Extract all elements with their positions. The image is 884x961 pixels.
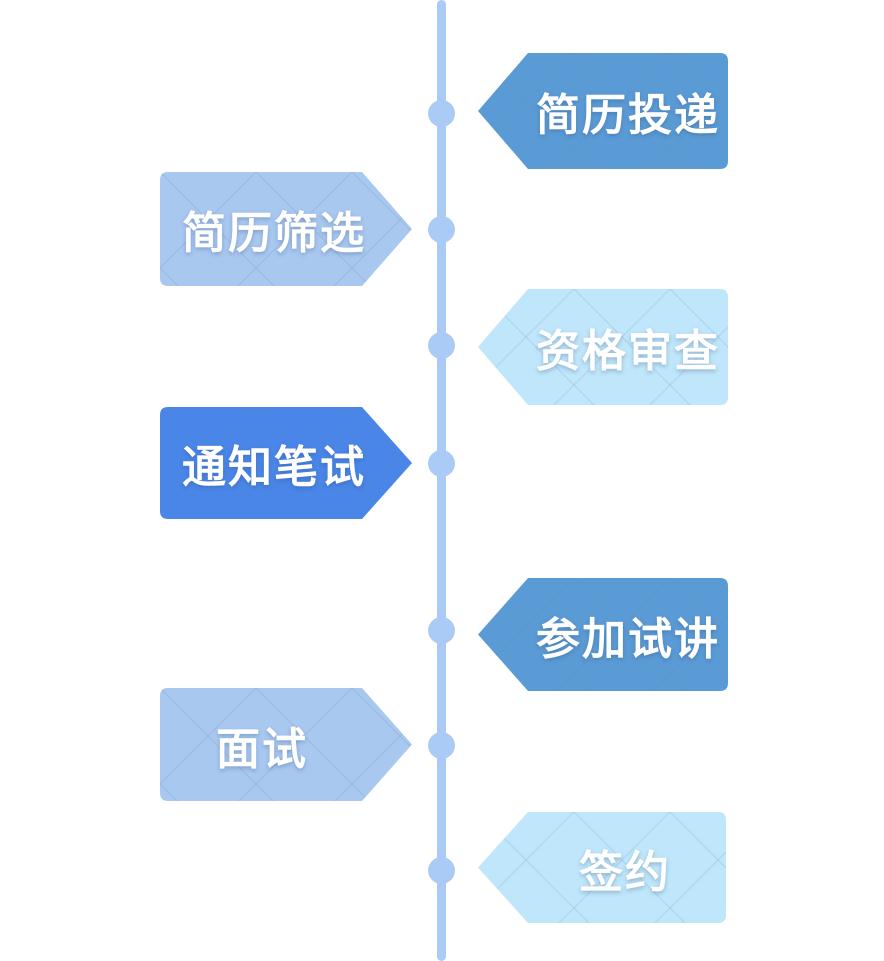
timeline-node-2 [427,215,455,243]
process-step-banner-4[interactable]: 通知笔试 [160,407,412,519]
process-step-label-6: 面试 [216,723,308,775]
process-step-label-1: 简历投递 [536,90,720,141]
process-step-banner-3[interactable]: 资格审查 [478,289,728,405]
timeline-node-1 [427,99,455,127]
timeline-node-3 [427,331,455,359]
process-step-label-3: 资格审查 [536,326,720,377]
chevron-shape-icon [160,172,412,286]
chevron-shape-icon [478,578,728,691]
chevron-shape-icon [478,812,726,923]
process-step-banner-7[interactable]: 签约 [478,812,726,923]
chevron-shape-icon [160,688,412,801]
chevron-shape-icon [478,289,728,405]
process-step-banner-5[interactable]: 参加试讲 [478,578,728,691]
process-step-banner-1[interactable]: 简历投递 [478,53,728,169]
process-step-label-4: 通知笔试 [182,442,366,493]
timeline-axis-line [436,0,446,961]
timeline-node-4 [427,449,455,477]
process-step-banner-2[interactable]: 简历筛选 [160,172,412,286]
timeline-node-5 [427,616,455,644]
timeline-node-7 [427,856,455,884]
chevron-shape-icon [160,407,412,519]
process-step-label-7: 签约 [579,846,671,898]
process-step-banner-6[interactable]: 面试 [160,688,412,801]
chevron-shape-icon [478,53,728,169]
process-step-label-2: 简历筛选 [182,208,366,259]
process-step-label-5: 参加试讲 [536,613,720,665]
timeline-node-6 [427,731,455,759]
